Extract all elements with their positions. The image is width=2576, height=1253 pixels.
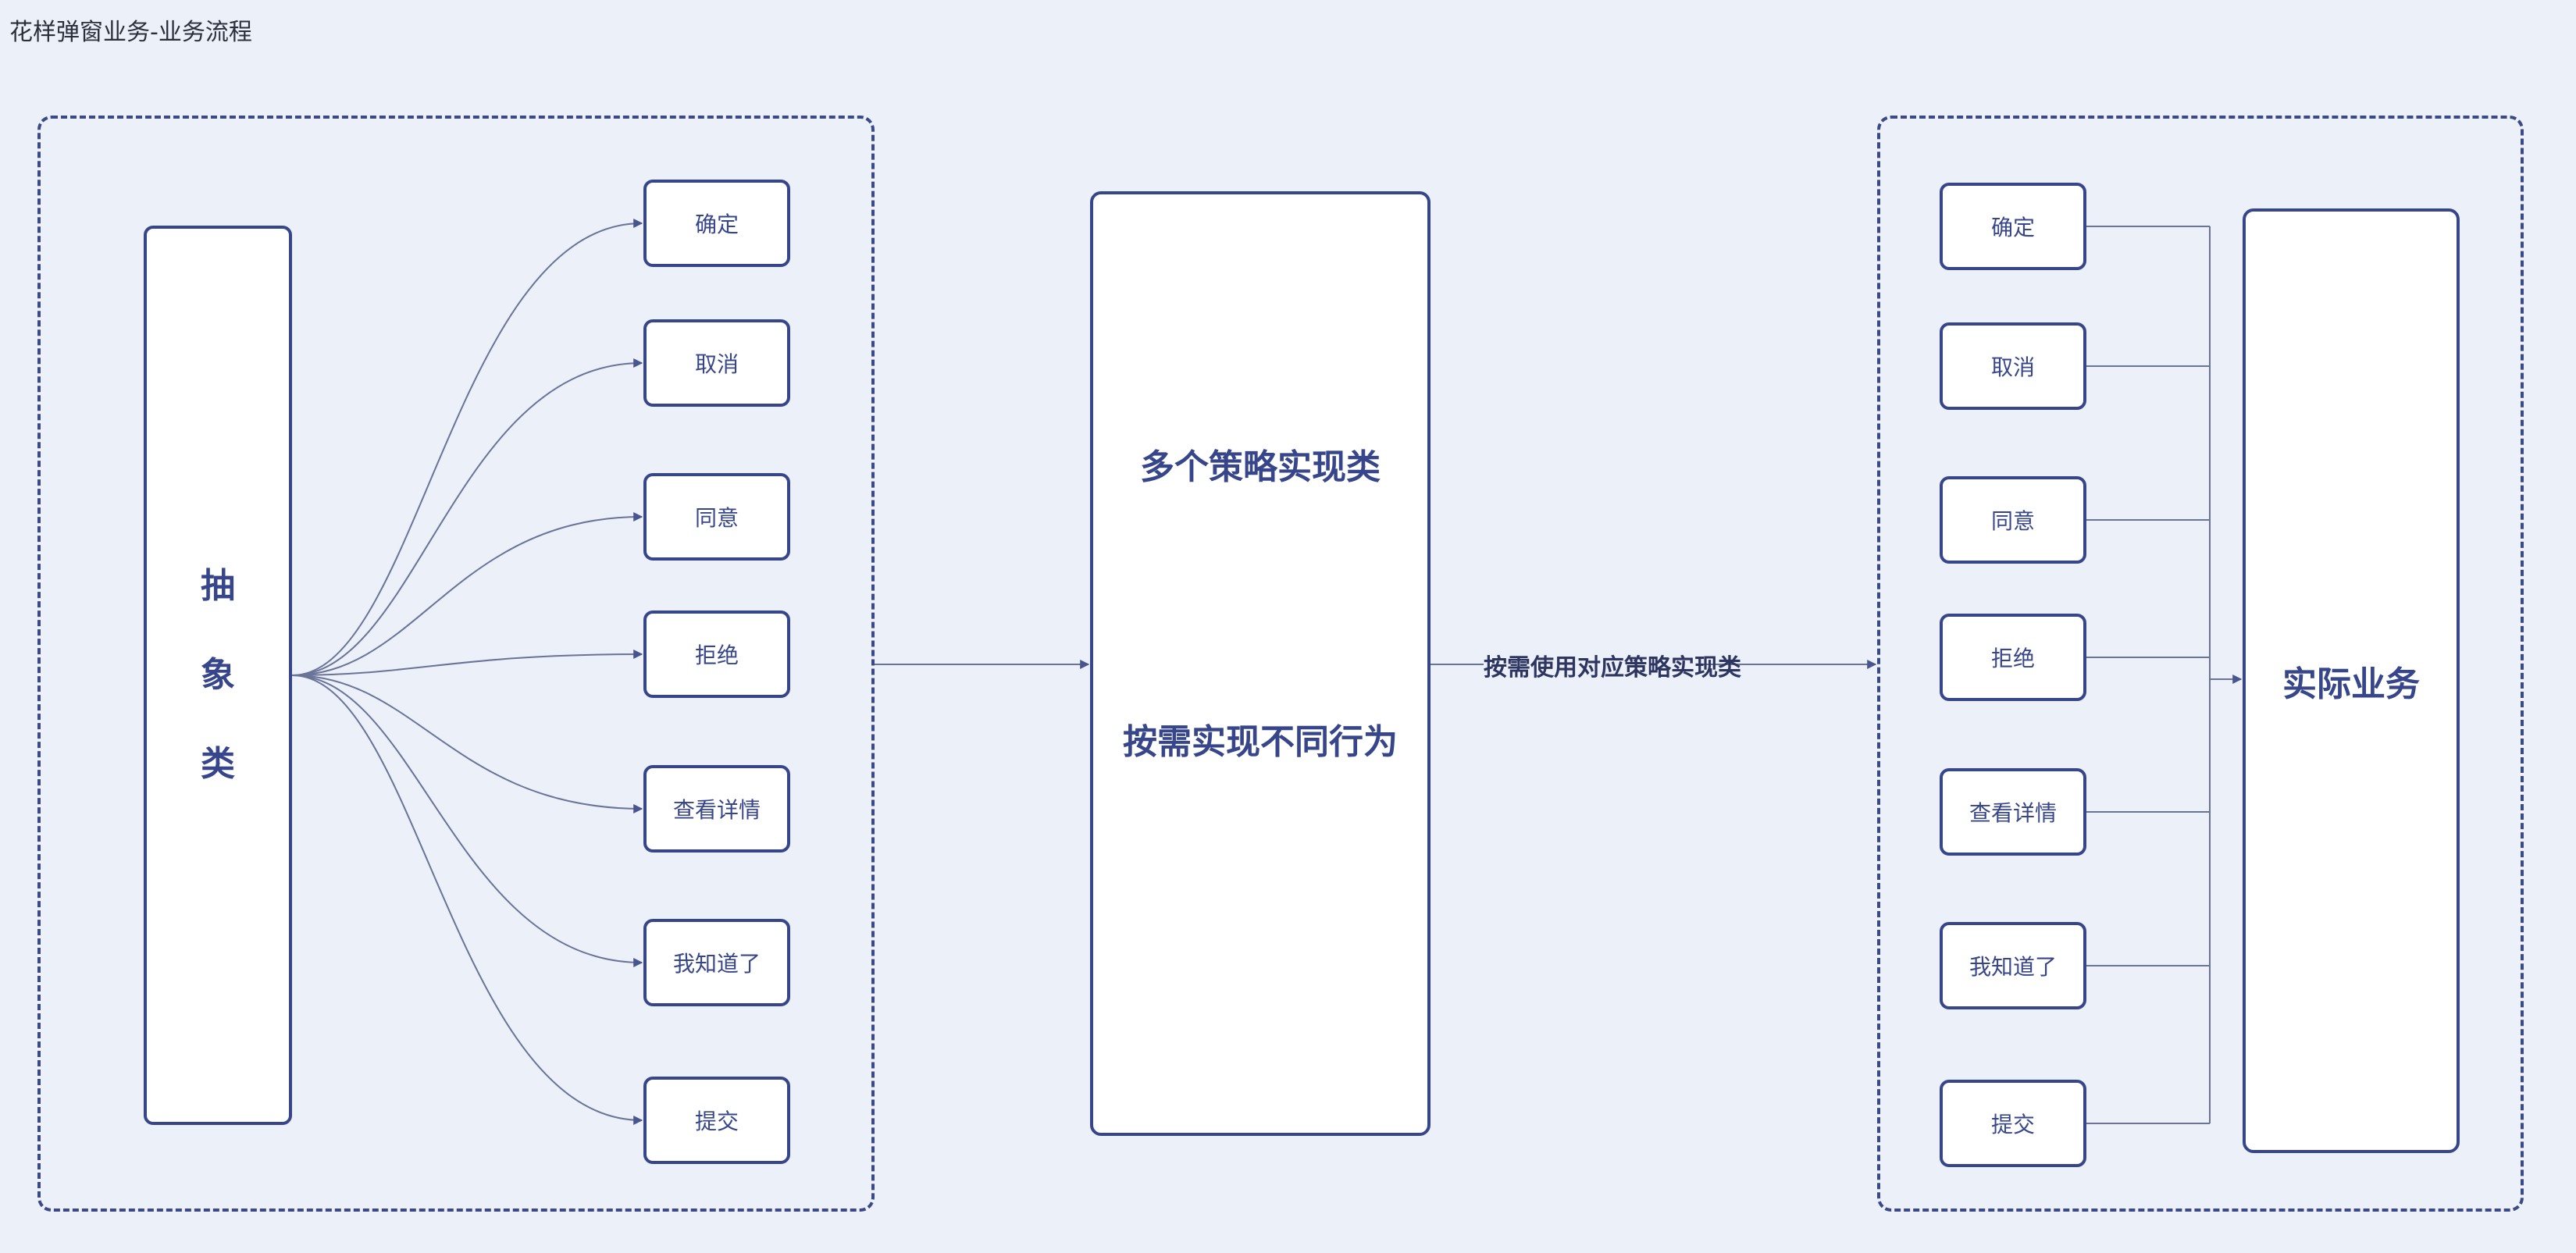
left-action-node: 我知道了	[643, 919, 790, 1006]
abstract-char: 类	[201, 744, 235, 784]
abstract-to-action-connectors	[291, 219, 643, 1125]
abstract-class-box: 抽 象 类	[144, 226, 292, 1125]
left-action-node: 查看详情	[643, 765, 790, 853]
diagram-title: 花样弹窗业务-业务流程	[9, 19, 252, 46]
abstract-to-action-curve	[291, 675, 643, 813]
right-action-node: 同意	[1940, 476, 2086, 564]
left-action-node: 同意	[643, 473, 790, 561]
right-action-node: 拒绝	[1940, 614, 2086, 701]
right-action-node: 取消	[1940, 322, 2086, 410]
abstract-char: 抽	[201, 566, 235, 606]
strategy-line-1: 多个策略实现类	[1140, 447, 1381, 487]
right-dashed-group	[1877, 116, 2524, 1212]
abstract-char: 象	[201, 655, 235, 695]
left-dashed-group	[37, 116, 875, 1212]
right-action-node: 我知道了	[1940, 922, 2086, 1009]
abstract-to-action-curve	[291, 675, 643, 967]
strategy-line-2: 按需实现不同行为	[1123, 722, 1398, 762]
left-action-node: 确定	[643, 180, 790, 267]
actual-business-box: 实际业务	[2243, 208, 2460, 1153]
strategy-box: 多个策略实现类 按需实现不同行为	[1090, 191, 1431, 1136]
right-action-node: 提交	[1940, 1080, 2086, 1167]
left-action-node: 取消	[643, 319, 790, 407]
edge-label: 按需使用对应策略实现类	[1484, 648, 1741, 682]
abstract-to-action-curve	[291, 650, 643, 676]
right-action-node: 确定	[1940, 183, 2086, 270]
left-action-node: 拒绝	[643, 610, 790, 698]
left-action-node: 提交	[643, 1077, 790, 1164]
right-action-node: 查看详情	[1940, 768, 2086, 856]
abstract-to-action-curve	[291, 675, 643, 1125]
abstract-to-action-curve	[291, 512, 643, 676]
abstract-to-action-curve	[291, 219, 643, 676]
abstract-to-action-curve	[291, 358, 643, 676]
action-to-business-connectors	[2086, 226, 2211, 1124]
